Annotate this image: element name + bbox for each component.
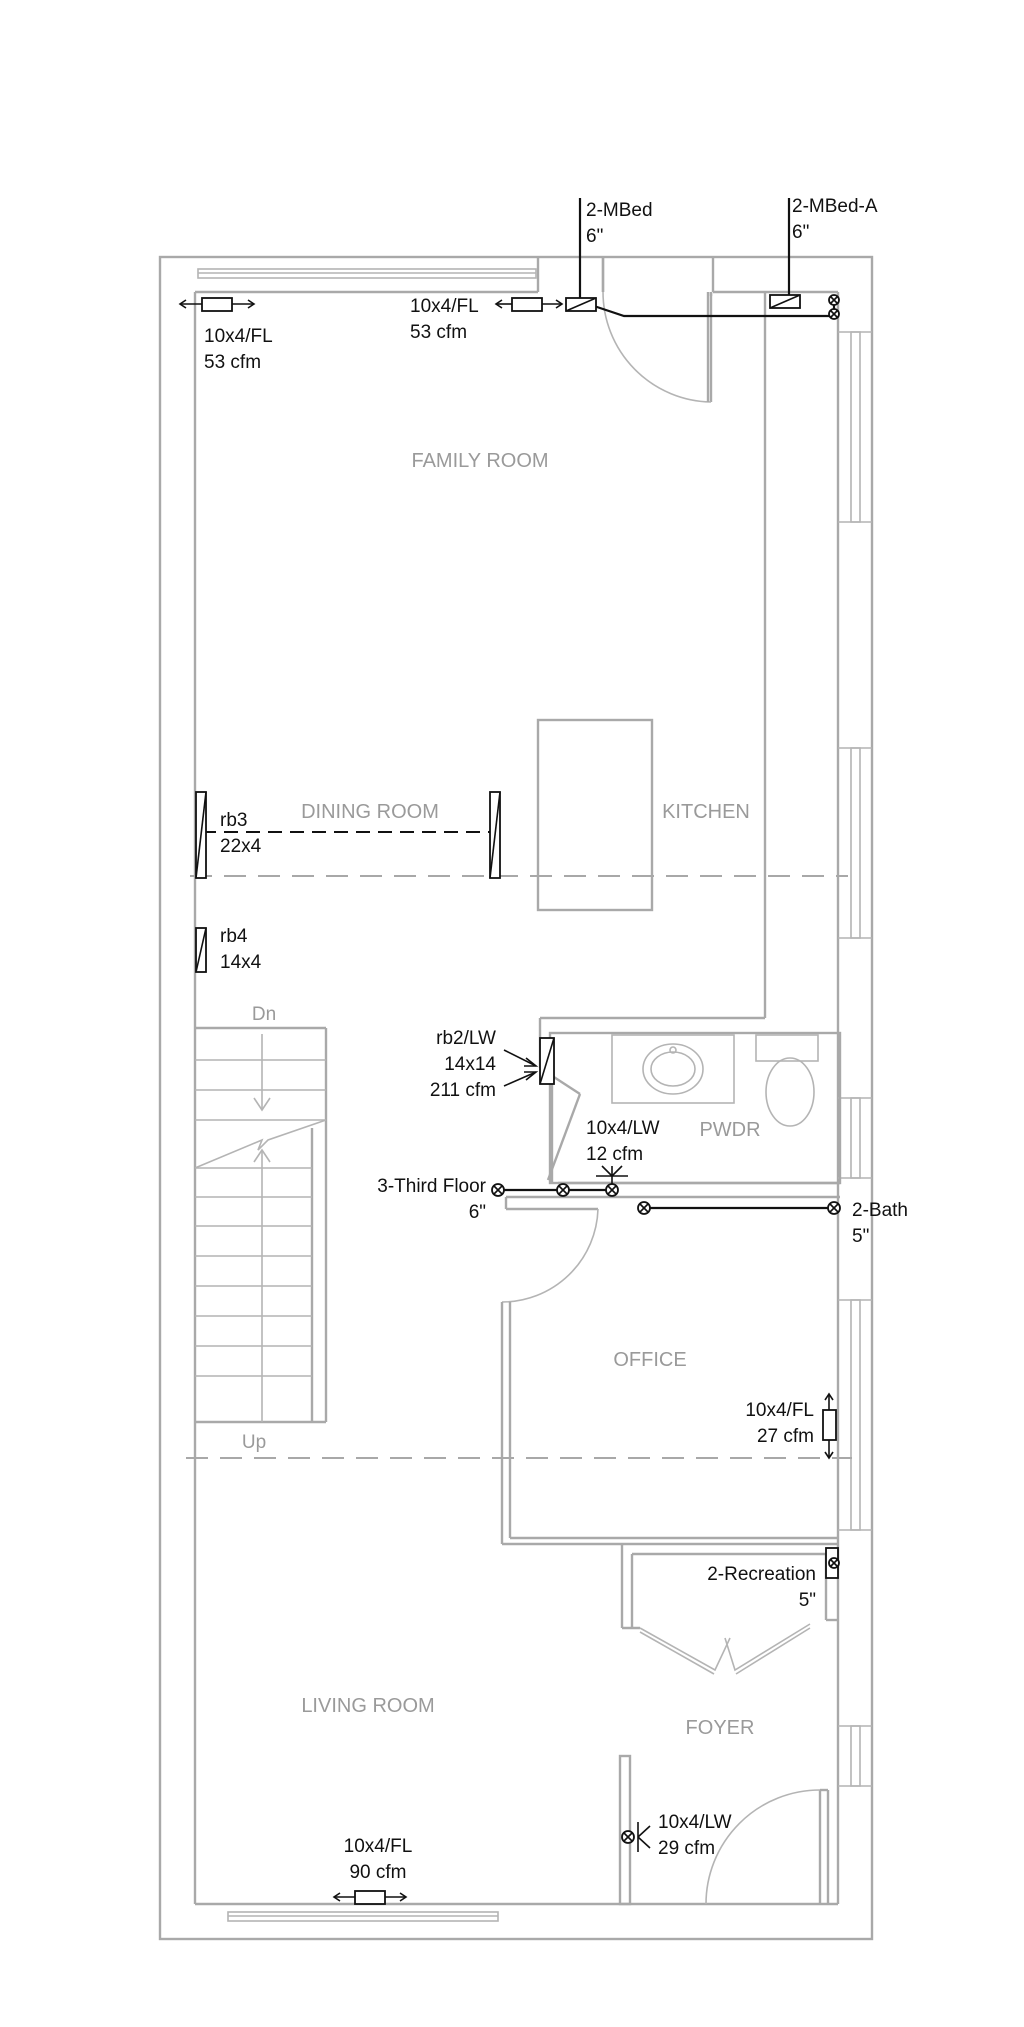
recreation-boot-icon (825, 1547, 840, 1579)
closet-bifold-right (724, 1623, 811, 1672)
third-floor-duct-name: 3-Third Floor (377, 1176, 486, 1197)
office-register-type: 10x4/FL (745, 1400, 814, 1421)
rb2-cfm: 211 cfm (430, 1080, 496, 1101)
foyer-half-wall (618, 1754, 632, 1906)
north-door-swing (602, 291, 712, 403)
room-label-family: FAMILY ROOM (411, 450, 548, 472)
rb4-return-icon (195, 927, 207, 973)
front-door-swing (705, 1789, 821, 1905)
room-label-foyer: FOYER (686, 1717, 755, 1739)
family-left-register-icon (178, 297, 256, 312)
stair-label-down: Dn (252, 1004, 276, 1025)
rb2-size: 14x14 (444, 1054, 496, 1075)
pwdr-door (546, 1093, 582, 1181)
stair-label-up: Up (242, 1432, 266, 1453)
hvac-annotations: 2-MBed 6" 2-MBed-A 6" 10x4/FL 53 cfm 10x… (204, 196, 908, 1883)
pwdr-toilet-tank (755, 1034, 819, 1062)
staircase (194, 1026, 328, 1424)
pwdr-sink (642, 1043, 704, 1095)
family-left-register-cfm: 53 cfm (204, 352, 261, 373)
family-left-register-type: 10x4/FL (204, 326, 273, 347)
mbed-boot-icon (565, 297, 597, 312)
kitchen-island (536, 718, 654, 912)
room-label-office: OFFICE (613, 1349, 686, 1371)
mbed-a-boot-icon (769, 294, 801, 309)
foyer-lw-register-icon (621, 1822, 651, 1852)
mbed-a-duct-name: 2-MBed-A (792, 196, 878, 217)
riser-circle-icon (828, 294, 840, 320)
pwdr-vanity (611, 1034, 735, 1104)
mbed-duct-name: 2-MBed (586, 200, 653, 221)
closet-bifold-left (639, 1627, 731, 1672)
foyer-register-type: 10x4/LW (658, 1812, 732, 1833)
pwdr-register-cfm: 12 cfm (586, 1144, 643, 1165)
east-window-2 (850, 747, 861, 939)
bath-duct-size: 5" (852, 1226, 869, 1247)
room-labels: FAMILY ROOM DINING ROOM KITCHEN PWDR OFF… (242, 450, 761, 1739)
mbed-a-duct-size: 6" (792, 222, 809, 243)
east-window-3 (850, 1097, 861, 1179)
foyer-register-cfm: 29 cfm (658, 1838, 715, 1859)
third-floor-duct-size: 6" (469, 1202, 486, 1223)
room-label-pwdr: PWDR (699, 1119, 760, 1141)
office-register-icon (822, 1392, 837, 1460)
rb4-size: 14x4 (220, 952, 262, 973)
bath-duct-name: 2-Bath (852, 1200, 908, 1221)
rb2-return-icon (503, 1037, 555, 1087)
family-right-register-type: 10x4/FL (410, 296, 479, 317)
pwdr-toilet-bowl (765, 1057, 815, 1127)
hvac-symbols (178, 294, 841, 1905)
third-floor-riser-icon (491, 1183, 570, 1197)
room-label-kitchen: KITCHEN (662, 801, 750, 823)
rb3-return-icon (195, 791, 501, 879)
rb3-name: rb3 (220, 810, 247, 831)
east-window-1 (850, 331, 861, 523)
recreation-duct-size: 5" (799, 1590, 816, 1611)
rb4-name: rb4 (220, 926, 248, 947)
family-trunk (593, 304, 834, 318)
room-label-living: LIVING ROOM (301, 1695, 434, 1717)
east-window-5 (850, 1725, 861, 1787)
bath-riser-icon (637, 1201, 841, 1215)
office-door-swing (501, 1208, 599, 1303)
office-register-cfm: 27 cfm (757, 1426, 814, 1447)
family-right-register-cfm: 53 cfm (410, 322, 467, 343)
living-register-icon (332, 1890, 408, 1905)
pwdr-lw-register-icon (596, 1165, 628, 1197)
living-register-type: 10x4/FL (344, 1836, 413, 1857)
rb3-size: 22x4 (220, 836, 262, 857)
walls (158, 255, 874, 1941)
living-register-cfm: 90 cfm (349, 1862, 406, 1883)
recreation-duct-name: 2-Recreation (707, 1564, 816, 1585)
rb2-name: rb2/LW (436, 1028, 496, 1049)
pwdr-register-type: 10x4/LW (586, 1118, 660, 1139)
room-label-dining: DINING ROOM (301, 801, 439, 823)
duct-runs (202, 198, 836, 1210)
east-window-4 (850, 1299, 861, 1531)
mbed-duct-size: 6" (586, 226, 603, 247)
family-right-register-icon (494, 297, 564, 312)
